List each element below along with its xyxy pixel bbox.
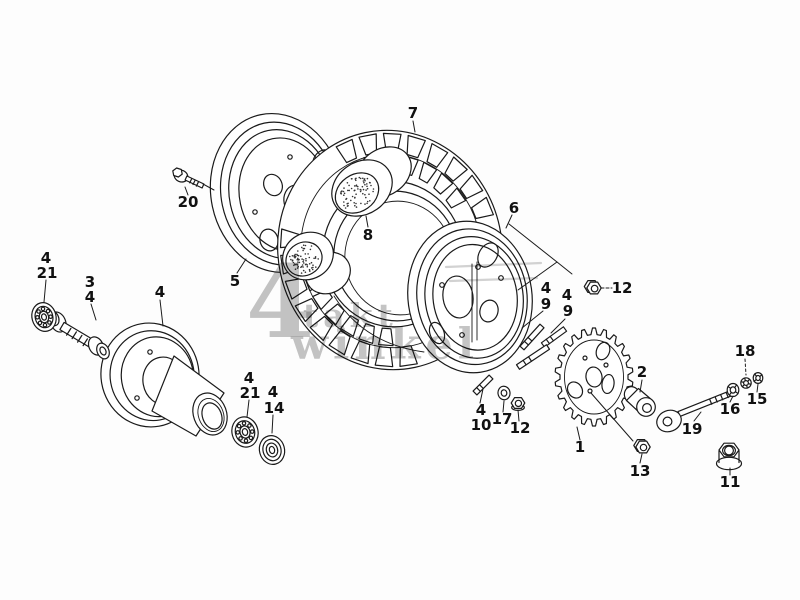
part-callout-17: 17 (491, 410, 513, 428)
part-callout-3: 3 (84, 273, 96, 291)
part-rim-half-6 (407, 220, 533, 374)
part-callout-4: 4 (243, 369, 255, 387)
part-callout-14: 14 (263, 399, 285, 417)
part-callout-1: 1 (574, 438, 586, 456)
part-callout-9: 9 (562, 302, 574, 320)
part-callout-6: 6 (508, 199, 520, 217)
part-callout-16: 16 (719, 400, 741, 418)
part-hub-4 (100, 322, 228, 437)
part-bearing-21-bottom (231, 416, 259, 448)
part-callout-21: 21 (36, 264, 58, 282)
part-bearing-21-left (31, 302, 57, 332)
part-callout-4: 4 (540, 279, 552, 297)
part-bolt-20 (172, 167, 205, 189)
part-chain-adjuster-19 (656, 389, 736, 433)
part-callout-4: 4 (267, 383, 279, 401)
watermark-streaks (444, 261, 543, 283)
part-callout-10: 10 (470, 416, 492, 434)
part-callout-12: 12 (611, 279, 633, 297)
part-callout-15: 15 (746, 390, 768, 408)
part-callout-4: 4 (561, 286, 573, 304)
part-callout-4: 4 (40, 249, 52, 267)
part-callout-9: 9 (540, 295, 552, 313)
part-callout-19: 19 (681, 420, 703, 438)
part-washer-17 (497, 385, 511, 401)
part-callout-5: 5 (229, 272, 241, 290)
part-inner-tube-8 (282, 146, 412, 295)
part-callout-12: 12 (509, 419, 531, 437)
part-callout-21: 21 (239, 384, 261, 402)
part-seal-14 (258, 435, 286, 465)
part-callout-8: 8 (362, 226, 374, 244)
part-studs-9-10 (472, 323, 568, 396)
part-washer-16 (726, 382, 740, 398)
part-washer-15 (752, 372, 764, 385)
part-nut-12-mid (510, 397, 526, 412)
part-nut-13 (633, 439, 651, 454)
part-callout-20: 20 (177, 193, 199, 211)
leader-lines (43, 120, 759, 476)
part-callout-4: 4 (154, 283, 166, 301)
part-callout-11: 11 (719, 473, 741, 491)
part-bushing-2 (623, 386, 656, 417)
part-callout-18: 18 (734, 342, 756, 360)
part-callout-4: 4 (475, 401, 487, 419)
part-nut-11 (715, 442, 743, 471)
part-bolt-18 (740, 377, 752, 389)
part-callout-7: 7 (407, 104, 419, 122)
part-callout-2: 2 (636, 363, 648, 381)
part-callout-13: 13 (629, 462, 651, 480)
part-axle-3 (46, 309, 110, 360)
part-callout-4: 4 (84, 288, 96, 306)
part-nut-12-right (583, 280, 602, 295)
